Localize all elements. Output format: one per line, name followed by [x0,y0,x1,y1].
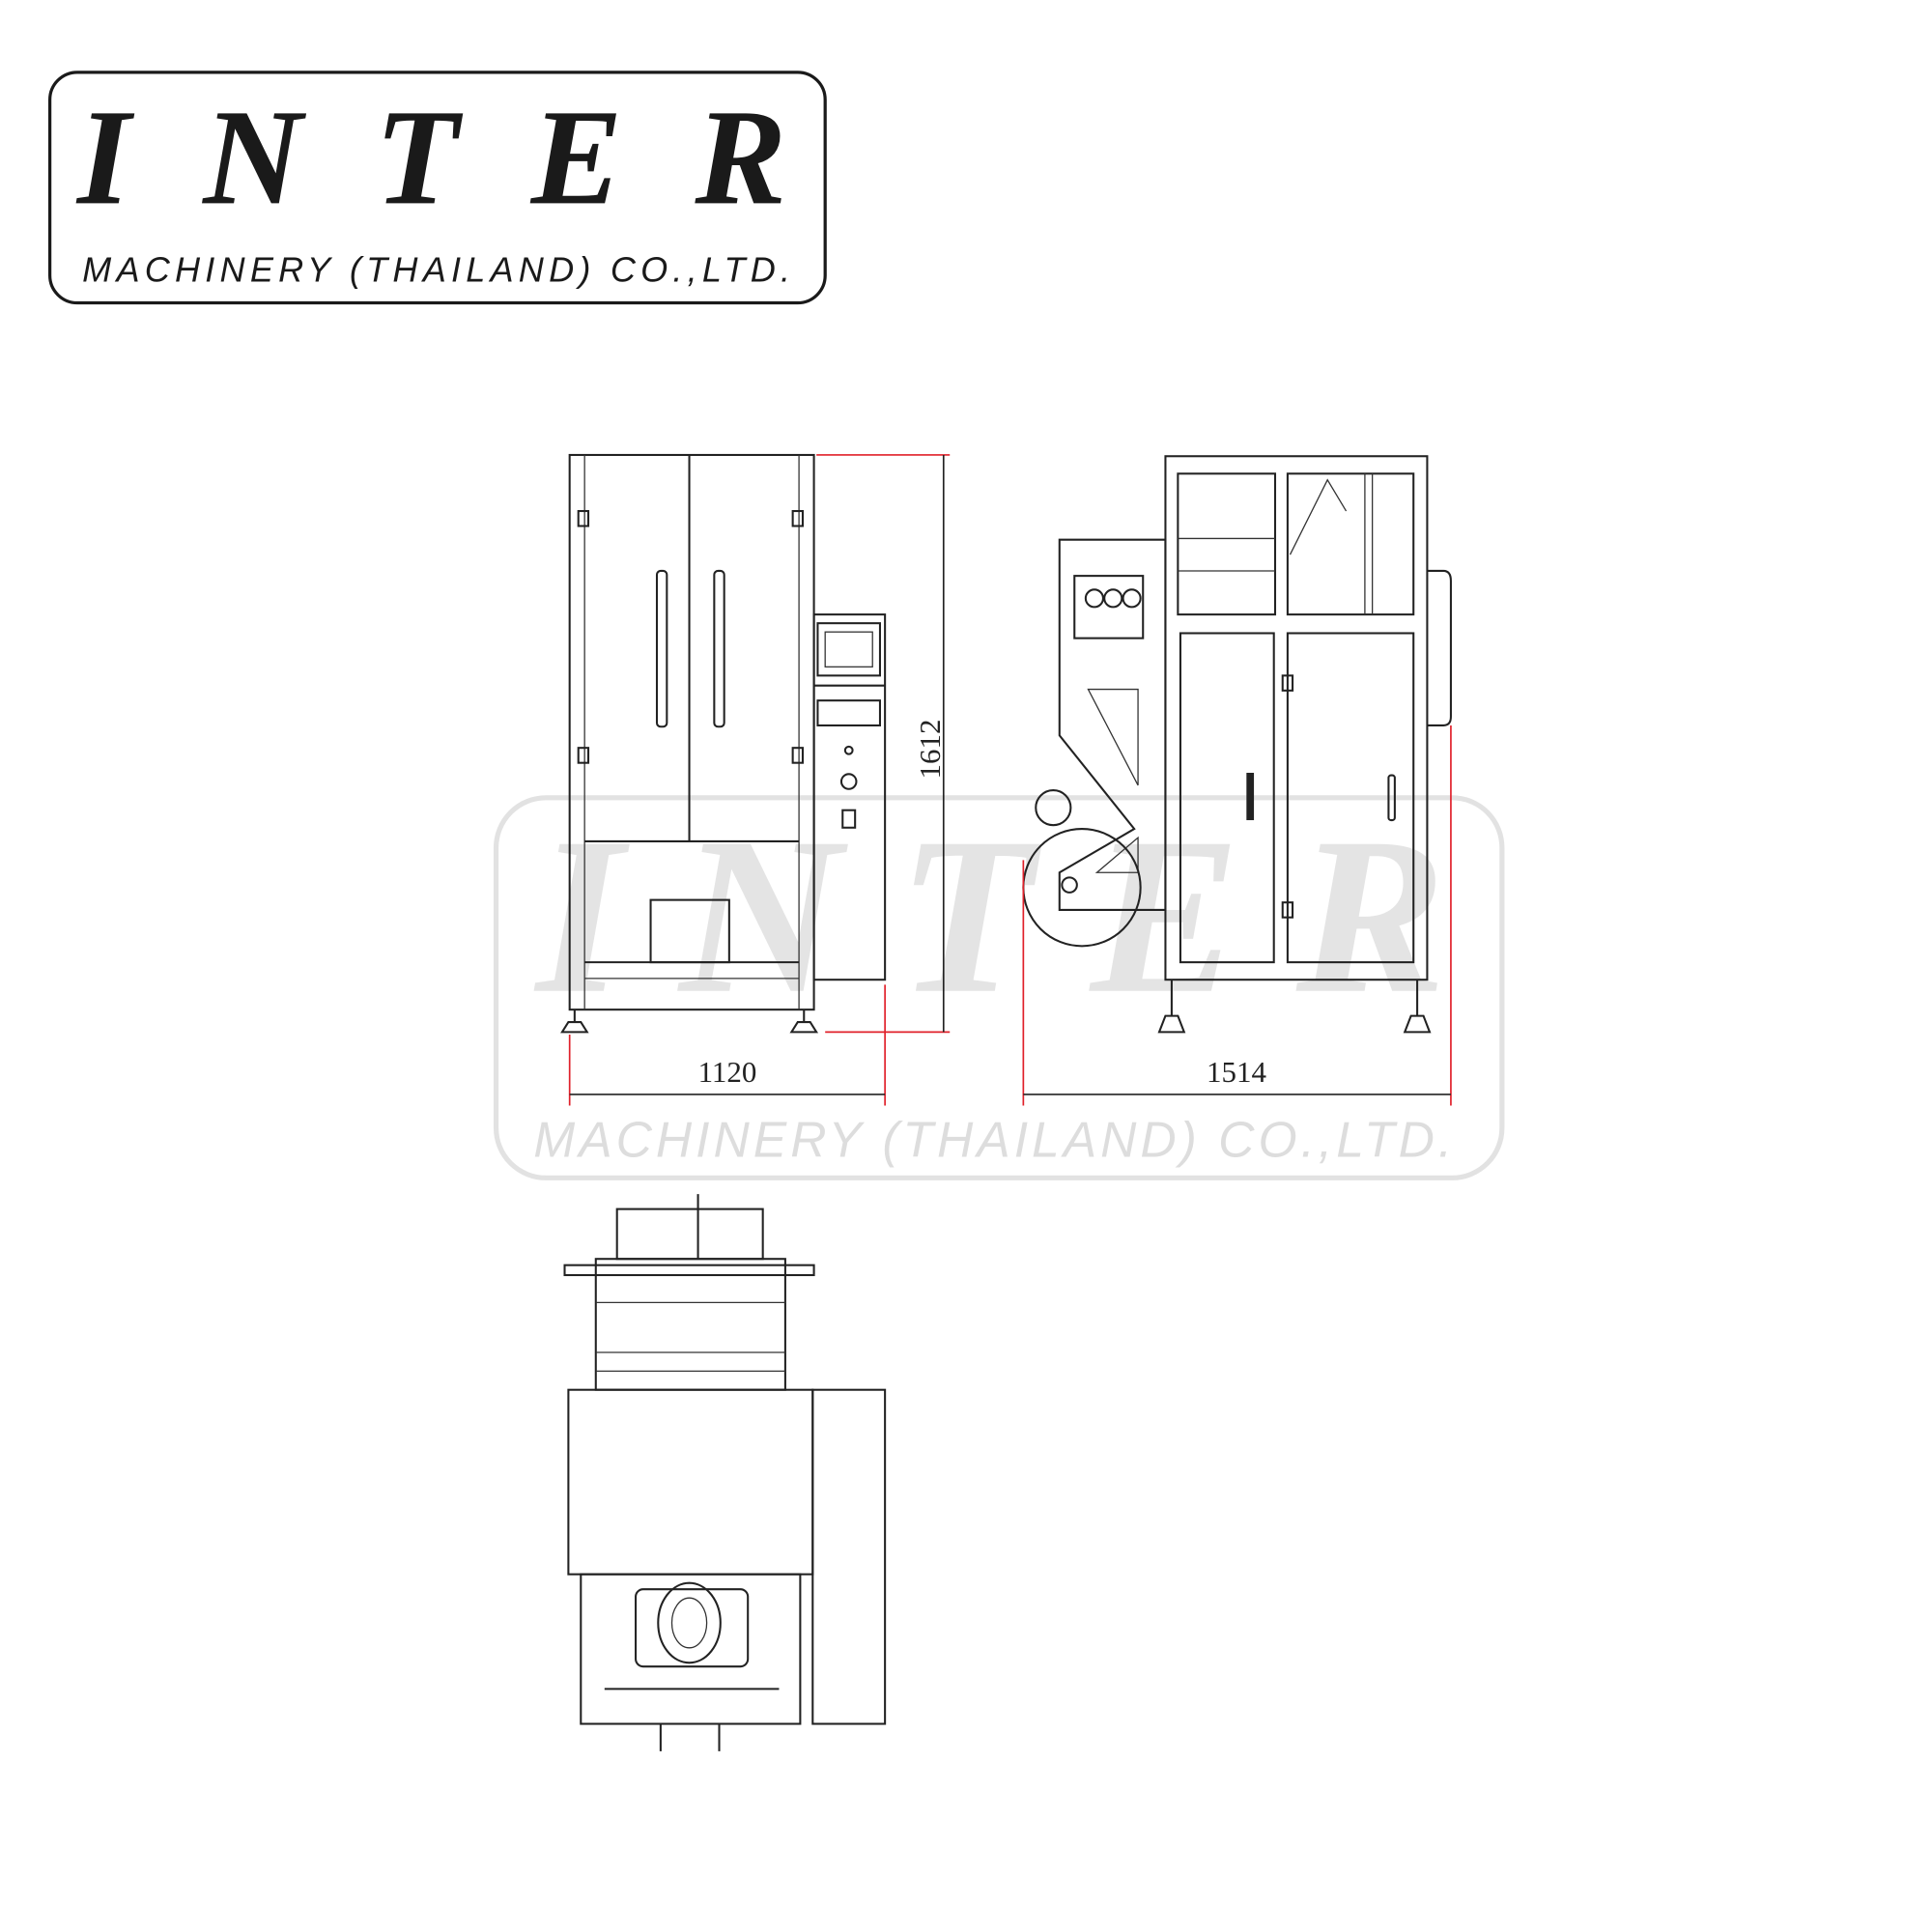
dimension-height: 1612 [816,454,951,1034]
height-dimension-label: 1612 [913,720,947,780]
watermark-company: MACHINERY (THAILAND) CO.,LTD. [533,1111,1456,1167]
logo-company: MACHINERY (THAILAND) CO.,LTD. [82,250,792,290]
company-logo: INTER MACHINERY (THAILAND) CO.,LTD. [48,71,827,305]
dimension-front-width: 1120 [568,984,886,1106]
front-view [560,453,887,1034]
logo-brand: INTER [75,81,794,233]
front-width-dimension-label: 1120 [698,1055,757,1089]
dimension-side-depth: 1514 [1022,724,1452,1106]
top-view [563,1194,887,1751]
side-depth-dimension-label: 1514 [1207,1055,1266,1089]
watermark-brand: INTER [533,792,1459,1040]
side-view [1022,455,1452,1034]
watermark: INTER MACHINERY (THAILAND) CO.,LTD. [493,792,1505,1180]
